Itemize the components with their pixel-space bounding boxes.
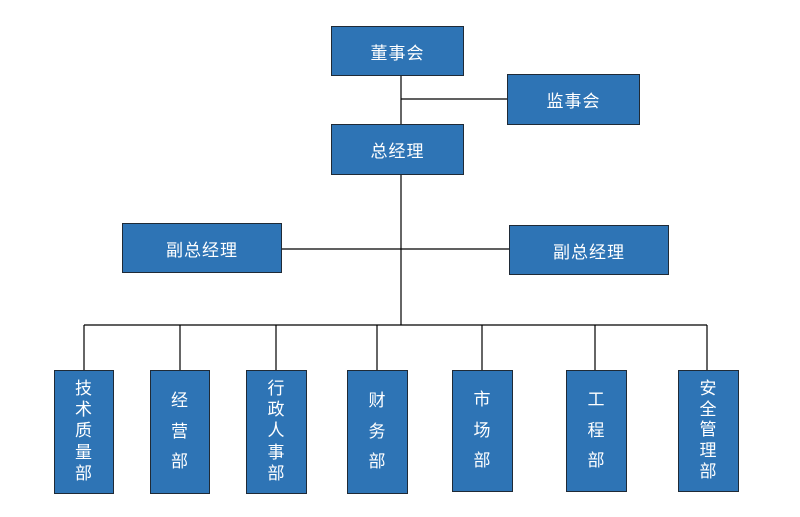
supervisory-label: 监事会 <box>546 92 601 112</box>
dept-label-4-char-2: 务 <box>368 421 387 442</box>
vgm-right-label: 副总经理 <box>553 242 625 263</box>
dept-label-2-char-1: 经 <box>171 390 189 411</box>
dept-label-4-char-1: 财 <box>368 390 387 411</box>
dept-label-3-char-3: 人 <box>267 421 286 442</box>
dept-label-7-char-2: 全 <box>699 399 718 420</box>
vgm-left-box: 副总经理 <box>122 223 282 273</box>
vgm-right-box: 副总经理 <box>509 225 669 275</box>
dept-box-5: 市场部 <box>452 370 513 492</box>
supervisory-box: 监事会 <box>507 74 640 125</box>
dept-label-1-char-1: 技 <box>75 379 93 400</box>
board-label: 董事会 <box>370 43 425 64</box>
dept-label-7-char-1: 安 <box>699 378 718 399</box>
dept-label-1-char-5: 部 <box>75 463 93 484</box>
vgm-left-label: 副总经理 <box>166 240 238 261</box>
board-box: 董事会 <box>331 26 464 76</box>
dept-label-3-char-2: 政 <box>267 400 286 421</box>
dept-label-7-char-4: 理 <box>699 441 718 462</box>
dept-label-1-char-4: 量 <box>75 442 93 463</box>
dept-label-6-char-3: 部 <box>587 450 606 471</box>
dept-label-6-char-2: 程 <box>587 420 606 441</box>
dept-label-7-char-3: 管 <box>699 420 718 441</box>
dept-box-3: 行政人事部 <box>246 370 307 494</box>
dept-label-5-char-3: 部 <box>473 450 492 471</box>
dept-box-7: 安全管理部 <box>678 370 739 492</box>
dept-label-4-char-3: 部 <box>368 452 387 473</box>
dept-box-6: 工程部 <box>566 370 627 492</box>
dept-label-2-char-3: 部 <box>171 452 189 473</box>
dept-box-2: 经营部 <box>150 370 210 494</box>
dept-label-3-char-1: 行 <box>267 379 286 400</box>
dept-label-7-char-5: 部 <box>699 462 718 483</box>
dept-label-1-char-3: 质 <box>75 421 93 442</box>
dept-label-3-char-5: 部 <box>267 463 286 484</box>
gm-box: 总经理 <box>331 124 464 175</box>
dept-label-5-char-1: 市 <box>473 390 492 411</box>
gm-label: 总经理 <box>370 142 425 162</box>
dept-box-1: 技术质量部 <box>54 370 114 494</box>
dept-label-1-char-2: 术 <box>75 400 93 421</box>
dept-label-5-char-2: 场 <box>473 420 492 441</box>
dept-label-3-char-4: 事 <box>267 442 286 463</box>
dept-label-2-char-2: 营 <box>171 421 189 442</box>
dept-box-4: 财务部 <box>347 370 408 494</box>
dept-label-6-char-1: 工 <box>587 390 606 411</box>
